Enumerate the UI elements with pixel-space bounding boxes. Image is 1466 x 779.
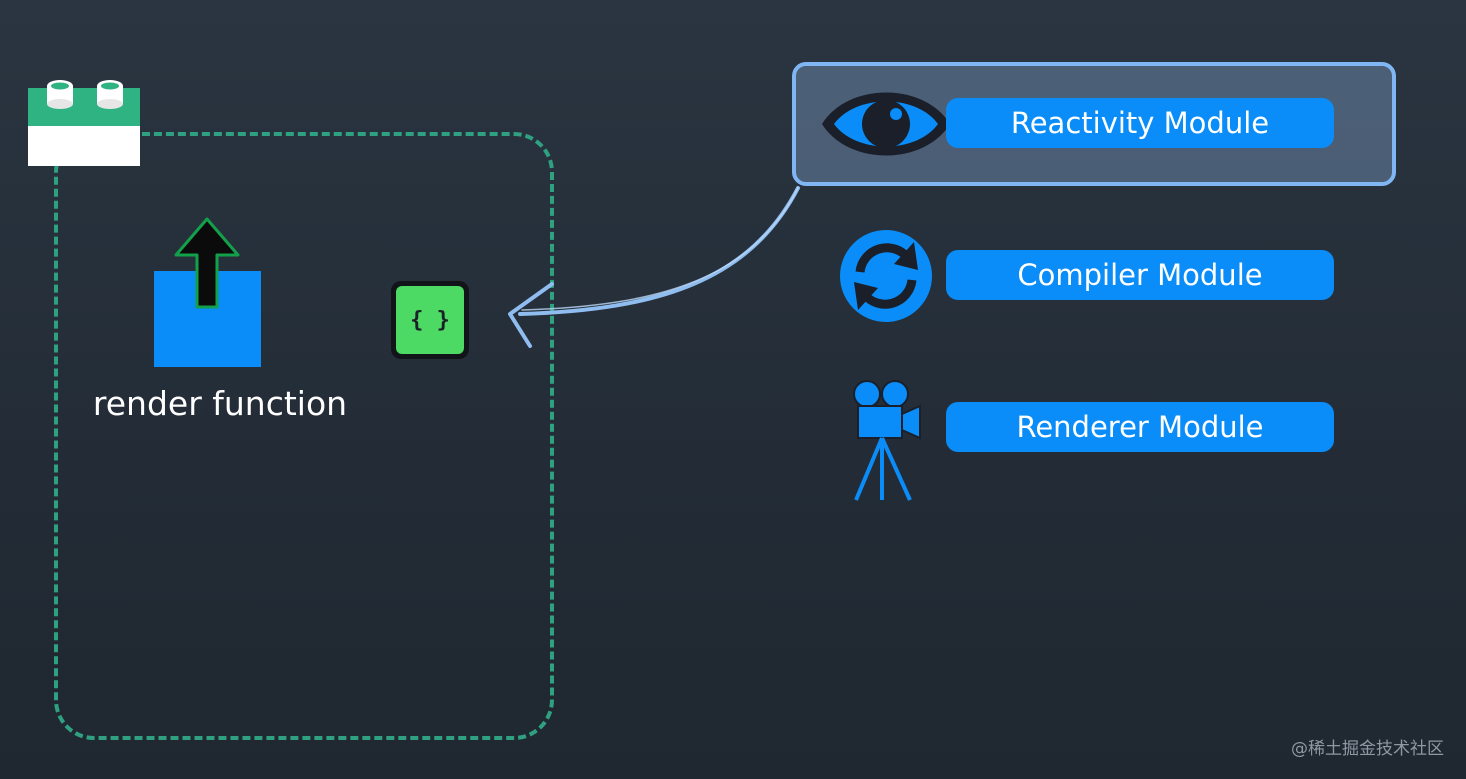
render-function-icon — [154, 217, 261, 367]
reactivity-module-pill: Reactivity Module — [946, 98, 1334, 148]
sync-icon — [840, 230, 932, 322]
render-function-label: render function — [92, 384, 348, 423]
code-braces-icon: { } — [388, 278, 472, 362]
lego-brick-icon — [28, 80, 140, 166]
reactivity-arrow — [508, 186, 800, 348]
watermark: @稀土掘金技术社区 — [1291, 739, 1444, 759]
component-frame — [54, 132, 554, 740]
code-braces-symbol: { } — [410, 307, 450, 333]
renderer-module-pill: Renderer Module — [946, 402, 1334, 452]
movie-camera-icon — [853, 380, 921, 501]
compiler-module-pill: Compiler Module — [946, 250, 1334, 300]
eye-icon — [822, 92, 950, 156]
